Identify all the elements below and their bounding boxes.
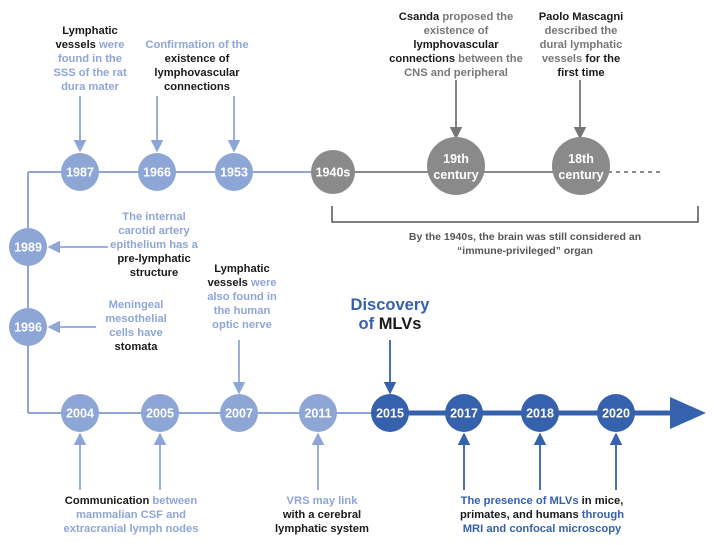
immune-privileged-note: By the 1940s, the brain was still consid… bbox=[408, 231, 642, 257]
node-1966: 1966 bbox=[138, 153, 176, 191]
node-2007: 2007 bbox=[220, 394, 258, 432]
caption-19th-century: Csanda proposed the existence of lymphov… bbox=[389, 11, 523, 79]
svg-text:2004: 2004 bbox=[66, 407, 94, 421]
svg-text:1953: 1953 bbox=[220, 166, 248, 180]
caption-1987: Lymphatic vessels were found in the SSS … bbox=[53, 25, 127, 93]
node-19th-century: 19th century bbox=[427, 137, 485, 195]
svg-text:2005: 2005 bbox=[146, 407, 174, 421]
svg-text:2017: 2017 bbox=[450, 407, 478, 421]
svg-text:2018: 2018 bbox=[526, 407, 554, 421]
svg-text:2007: 2007 bbox=[225, 407, 253, 421]
svg-text:century: century bbox=[558, 168, 603, 182]
node-2004: 2004 bbox=[61, 394, 99, 432]
svg-text:1987: 1987 bbox=[66, 166, 94, 180]
svg-text:18th: 18th bbox=[568, 152, 594, 166]
caption-1989: The internal carotid artery epithelium h… bbox=[110, 211, 198, 279]
svg-text:1966: 1966 bbox=[143, 166, 171, 180]
node-2017: 2017 bbox=[445, 394, 483, 432]
node-2011: 2011 bbox=[299, 394, 337, 432]
svg-text:1940s: 1940s bbox=[316, 166, 351, 180]
node-1996: 1996 bbox=[9, 308, 47, 346]
svg-text:19th: 19th bbox=[443, 152, 469, 166]
svg-text:1989: 1989 bbox=[14, 241, 42, 255]
caption-1966: Confirmation of the existence of lymphov… bbox=[145, 39, 249, 93]
node-1953: 1953 bbox=[215, 153, 253, 191]
caption-18th-century: Paolo Mascagni described the dural lymph… bbox=[538, 11, 624, 79]
svg-text:1996: 1996 bbox=[14, 321, 42, 335]
caption-2004-2005: Communication between mammalian CSF and … bbox=[63, 495, 199, 535]
node-1987: 1987 bbox=[61, 153, 99, 191]
node-2015: 2015 bbox=[371, 394, 409, 432]
node-1989: 1989 bbox=[9, 228, 47, 266]
svg-text:2020: 2020 bbox=[602, 407, 630, 421]
bottom-timeline-arrowhead bbox=[670, 397, 706, 429]
brace-1940s bbox=[331, 206, 699, 223]
node-1940s: 1940s bbox=[311, 150, 355, 194]
caption-2011: VRS may link with a cerebral lymphatic s… bbox=[275, 495, 369, 535]
caption-1996: Meningeal mesothelial cells have stomata bbox=[105, 299, 167, 353]
svg-text:century: century bbox=[433, 168, 478, 182]
svg-text:2015: 2015 bbox=[376, 407, 404, 421]
discovery-of-mlvs-headline: Discovery of MLVs bbox=[350, 296, 430, 333]
node-2005: 2005 bbox=[141, 394, 179, 432]
node-18th-century: 18th century bbox=[552, 137, 610, 195]
caption-2007: Lymphatic vessels were also found in the… bbox=[207, 263, 277, 331]
node-2018: 2018 bbox=[521, 394, 559, 432]
node-2020: 2020 bbox=[597, 394, 635, 432]
caption-2017-2020: The presence of MLVs in mice, primates, … bbox=[459, 495, 625, 535]
svg-text:2011: 2011 bbox=[304, 407, 331, 421]
